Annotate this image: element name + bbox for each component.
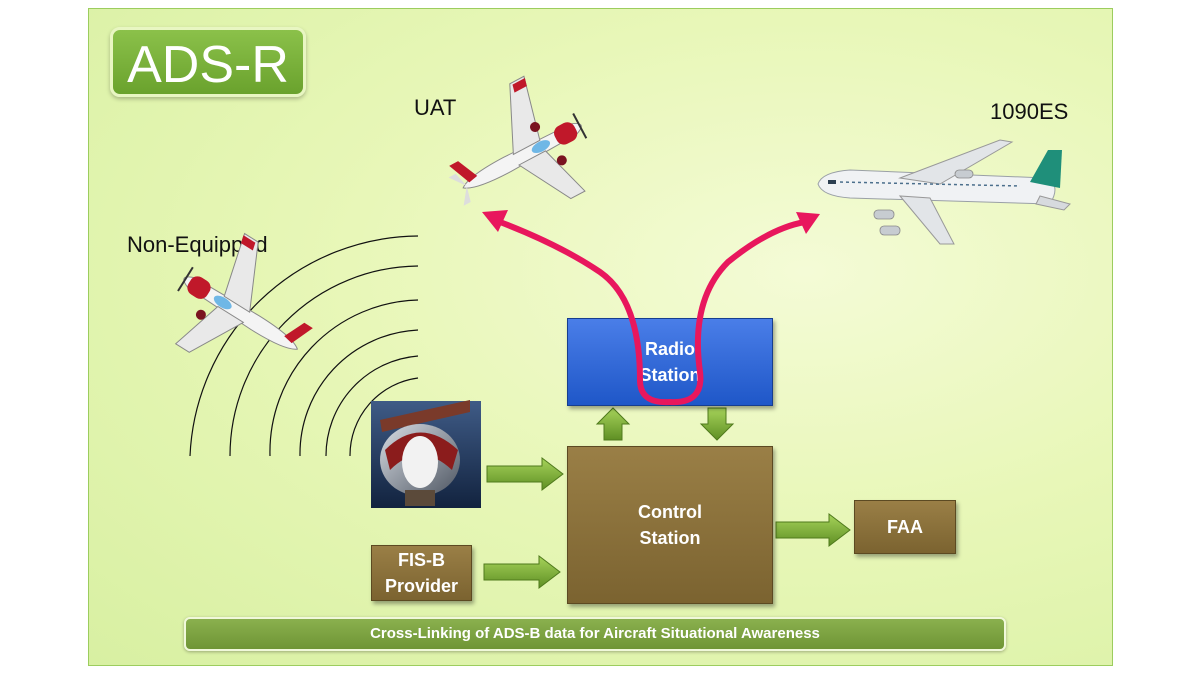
radio-station-box: Radio Station (567, 318, 773, 406)
fis-b-label-line2: Provider (384, 576, 459, 596)
1090es-jet-image (817, 139, 1071, 245)
fis-b-provider-box: FIS-B Provider (371, 545, 472, 601)
flow-arrows (483, 407, 851, 590)
control-to-radio-arrow (595, 407, 631, 441)
control-station-label-line1: Control (638, 502, 702, 522)
slide-title: ADS-R (110, 27, 306, 97)
link-to-uat-path (497, 219, 673, 406)
1090es-label: 1090ES (990, 99, 1069, 124)
faa-box: FAA (854, 500, 956, 554)
radar-to-control-arrow (486, 456, 564, 492)
uat-plane-image (448, 75, 588, 206)
non-equipped-plane-image (174, 232, 313, 353)
radar-waves (189, 235, 419, 457)
control-station-label-line2: Station (639, 528, 701, 548)
control-station-box: Control Station (567, 446, 773, 604)
radar-antenna-image (371, 400, 481, 508)
fis-b-label-line1: FIS-B (398, 550, 445, 570)
radio-station-label-line2: Station (639, 365, 701, 385)
control-to-faa-arrow (775, 512, 851, 548)
1090es-arrowhead (796, 212, 820, 234)
caption-bar: Cross-Linking of ADS-B data for Aircraft… (184, 617, 1006, 651)
uat-label: UAT (414, 95, 457, 120)
uat-arrowhead (482, 210, 508, 232)
faa-label: FAA (887, 517, 923, 537)
link-to-1090es-path (667, 219, 808, 406)
radio-to-control-arrow (699, 407, 735, 441)
fisb-to-control-arrow (483, 554, 561, 590)
radio-station-label-line1: Radio (644, 339, 695, 359)
